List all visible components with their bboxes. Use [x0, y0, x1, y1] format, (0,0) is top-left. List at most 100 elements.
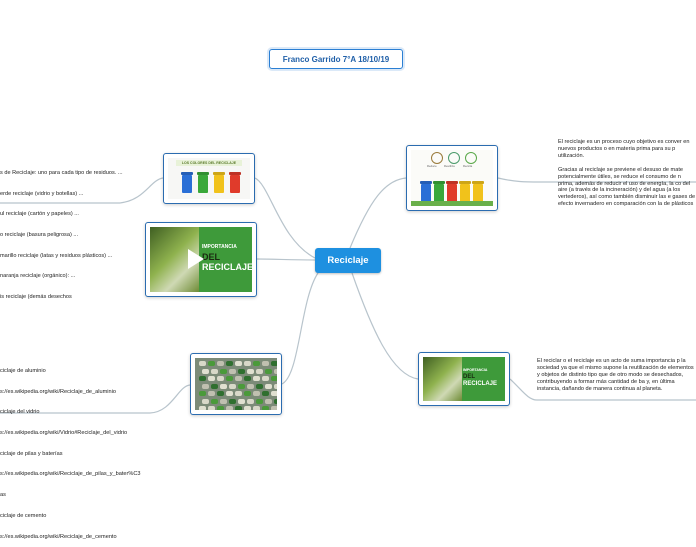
can-shape — [247, 368, 254, 374]
colores-reciclaje-image: LOS COLORES DEL RECICLAJE — [168, 158, 250, 199]
enlace-line: ciclaje de pilas y baterías — [0, 450, 63, 457]
contenedores-image-node[interactable]: Reduce Reutiliza Recicla — [406, 145, 498, 211]
enlace-line[interactable]: as — [0, 492, 6, 499]
colores-line: marillo reciclaje (latas y residuos plás… — [0, 252, 113, 259]
link-central-cans — [281, 272, 319, 385]
can-shape — [271, 391, 277, 396]
enlace-line[interactable]: s://es.wikipedia.org/wiki/Reciclaje_de_p… — [0, 471, 141, 478]
enlace-line[interactable]: s://es.wikipedia.org/wiki/Vidrio#Recicla… — [0, 429, 128, 436]
link-bins-text — [497, 177, 541, 183]
can-shape — [199, 361, 206, 366]
link-central-colores — [254, 177, 316, 259]
hands-photo-small — [423, 357, 463, 401]
can-shape — [235, 406, 242, 410]
red-bin — [230, 175, 240, 193]
grass-strip — [411, 201, 493, 206]
video-label-line2: DEL — [202, 252, 220, 262]
can-shape — [199, 391, 206, 396]
reduce-icon — [431, 152, 443, 164]
small-label-line2: DEL — [463, 374, 475, 380]
author-title-node[interactable]: Franco Garrido 7°A 18/10/19 — [269, 49, 403, 69]
link-importancia-text — [509, 378, 538, 401]
green-bin — [198, 175, 208, 193]
central-topic-text: Reciclaje — [327, 255, 369, 266]
blue-bin — [182, 175, 192, 193]
connector-lines — [0, 177, 696, 414]
can-shape — [244, 406, 251, 410]
enlace-line[interactable]: s://es.wikipedia.org/wiki/Reciclaje_de_a… — [0, 388, 116, 395]
can-shape — [253, 391, 260, 396]
can-shape — [235, 361, 242, 366]
central-topic[interactable]: Reciclaje — [315, 248, 381, 273]
can-shape — [265, 398, 272, 404]
can-shape — [271, 361, 277, 366]
can-shape — [253, 361, 260, 366]
can-shape — [226, 376, 233, 381]
can-shape — [262, 391, 269, 396]
can-shape — [256, 383, 263, 389]
link-central-bins — [349, 177, 407, 249]
can-shape — [208, 361, 215, 366]
author-title-text: Franco Garrido 7°A 18/10/19 — [282, 54, 390, 64]
enlace-line: ciclaje de cemento — [0, 512, 47, 519]
importancia-image-node[interactable]: IMPORTANCIA DEL RECICLAJE — [418, 352, 510, 406]
can-shape — [247, 383, 254, 389]
can-shape — [262, 406, 269, 410]
can-shape — [274, 398, 277, 404]
contenedores-image: Reduce Reutiliza Recicla — [411, 150, 493, 206]
can-shape — [208, 376, 215, 381]
can-shape — [217, 361, 224, 366]
can-shape — [220, 398, 227, 404]
reduce-label: Reduce — [427, 164, 437, 168]
can-shape — [247, 398, 254, 404]
colores-banner: LOS COLORES DEL RECICLAJE — [176, 160, 242, 166]
link-central-importancia — [351, 272, 419, 380]
can-shape — [220, 368, 227, 374]
can-shape — [235, 391, 242, 396]
can-shape — [238, 398, 245, 404]
enlace-line: ciclaje del vidrio — [0, 409, 40, 416]
can-shape — [211, 368, 218, 374]
can-shape — [253, 376, 260, 381]
colores-line: naranja reciclaje (orgánico): ... — [0, 273, 76, 280]
can-shape — [226, 391, 233, 396]
colores-line: erde reciclaje (vidrio y botellas) ... — [0, 190, 84, 197]
can-shape — [220, 383, 227, 389]
colores-line: ul reciclaje (cartón y papeles) ... — [0, 211, 79, 218]
yellow-bin — [460, 184, 470, 202]
can-shape — [226, 361, 233, 366]
recycle-icon — [465, 152, 477, 164]
small-label-line3: RECICLAJE — [463, 381, 498, 387]
can-shape — [271, 376, 277, 381]
can-shape — [238, 383, 245, 389]
can-shape — [244, 361, 251, 366]
latas-image — [195, 358, 277, 410]
importancia-video-node[interactable]: IMPORTANCIA DEL RECICLAJE — [145, 222, 257, 297]
can-shape — [271, 406, 277, 410]
video-label-line3: RECICLAJE — [202, 262, 252, 272]
can-shape — [229, 368, 236, 374]
importancia-video-thumbnail: IMPORTANCIA DEL RECICLAJE — [150, 227, 252, 292]
can-shape — [244, 391, 251, 396]
colores-line: s de Reciclaje: uno para cada tipo de re… — [0, 169, 123, 176]
colores-reciclaje-image-node[interactable]: LOS COLORES DEL RECICLAJE — [163, 153, 255, 204]
yellow-bin — [214, 175, 224, 193]
latas-image-node[interactable] — [190, 353, 282, 415]
colores-line: o reciclaje (basura peligrosa) ... — [0, 231, 79, 238]
can-shape — [202, 398, 209, 404]
small-label-line1: IMPORTANCIA — [463, 368, 488, 372]
can-shape — [274, 368, 277, 374]
recycle-label: Recicla — [463, 164, 473, 168]
enlace-line[interactable]: s://es.wikipedia.org/wiki/Reciclaje_de_c… — [0, 533, 117, 540]
can-shape — [217, 406, 224, 410]
can-shape — [262, 376, 269, 381]
play-icon[interactable] — [188, 249, 204, 269]
enlace-line: ciclaje de aluminio — [0, 367, 46, 374]
can-shape — [265, 383, 272, 389]
can-shape — [202, 368, 209, 374]
can-shape — [229, 383, 236, 389]
can-shape — [211, 383, 218, 389]
can-shape — [199, 406, 206, 410]
video-label-line1: IMPORTANCIA — [202, 244, 237, 250]
can-shape — [208, 406, 215, 410]
